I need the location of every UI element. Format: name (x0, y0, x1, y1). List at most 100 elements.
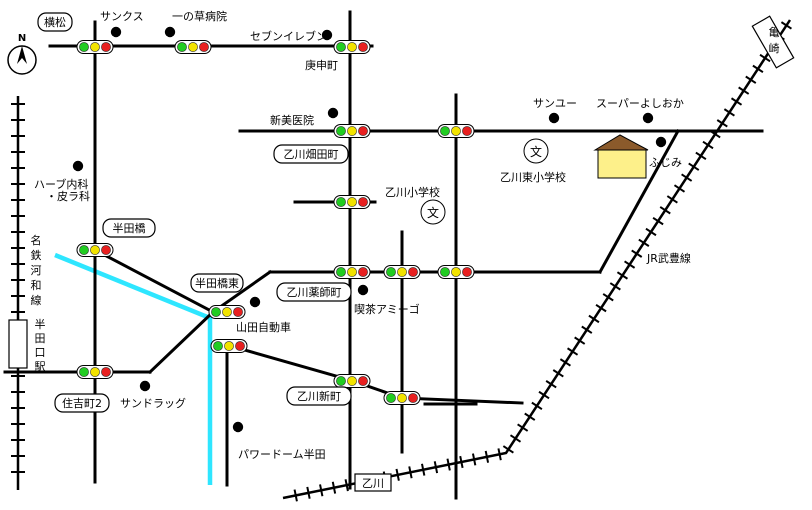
landmark-dot-icon (327, 107, 339, 119)
compass-north-label: N (18, 33, 26, 44)
place-labels: サンクス 一の草病院 セブンイレブン 庚申町 新美医院 サンユー スーパーよしお… (31, 9, 691, 461)
rail-tick (638, 238, 650, 247)
label-box-handabashi-higashi: 半田橋東 (190, 273, 244, 293)
label-ichinokusa: 一の草病院 (172, 9, 227, 23)
label-amigo: 喫茶アミーゴ (354, 302, 420, 316)
traffic-signal-icon (174, 40, 212, 54)
landmark-dot-icon (72, 160, 84, 172)
rail-tick (588, 314, 600, 324)
traffic-signal-icon (208, 305, 246, 319)
label-higashi-school: 乙川東小学校 (500, 170, 566, 184)
river (54, 252, 213, 485)
label-box-otsukawa-station: 乙川 (354, 473, 392, 492)
label-fujimi: ふじみ (649, 156, 682, 169)
landmark-dot-icon (321, 29, 333, 41)
school-symbol-east: 文 (523, 138, 549, 164)
jr-rail-line (282, 19, 793, 502)
label-yamada: 山田自動車 (236, 320, 291, 334)
school-symbol-otsukawa: 文 (420, 199, 446, 225)
rail-tick (319, 484, 324, 497)
traffic-signal-icon (333, 374, 371, 388)
rail-tick (293, 489, 298, 502)
rail-tick (552, 369, 564, 378)
traffic-signal-icon (437, 265, 475, 279)
traffic-signal-icon (383, 265, 421, 279)
rail-tick (395, 468, 400, 481)
rail-tick (681, 173, 693, 182)
meitetsu-label-char: 河 (31, 264, 42, 277)
rail-tick (666, 195, 678, 204)
rail-tick (331, 481, 337, 494)
svg-text:文: 文 (530, 144, 542, 159)
landmark-dot-icon (655, 136, 667, 148)
svg-text:文: 文 (427, 205, 439, 220)
rail-tick (497, 448, 502, 461)
landmark-dot-icon (232, 421, 244, 433)
svg-text:半田橋: 半田橋 (113, 221, 146, 235)
label-koshin: 庚申町 (305, 58, 338, 72)
traffic-signal-icon (76, 365, 114, 379)
rail-tick (659, 206, 671, 215)
rail-tick (559, 358, 571, 367)
rail-tick (716, 119, 728, 128)
label-yoshioka: スーパーよしおか (596, 97, 684, 110)
rail-tick (616, 271, 629, 280)
rail-tick (459, 455, 464, 469)
rail-tick (408, 466, 413, 479)
rail-tick (581, 325, 593, 334)
rail-tick (446, 458, 451, 471)
rail-tick (745, 75, 757, 84)
rail-tick (759, 53, 771, 63)
kamezaki-char-2: 崎 (769, 41, 780, 55)
landmark-dot-icon (249, 296, 261, 308)
rail-tick (524, 412, 536, 421)
north-compass: N (7, 33, 37, 75)
label-shinbi: 新美医院 (270, 113, 314, 127)
svg-text:乙川: 乙川 (362, 477, 384, 490)
rail-tick (574, 336, 586, 345)
meitetsu-label-char: 線 (31, 293, 42, 307)
label-seven: セブンイレブン (250, 29, 327, 43)
rail-tick (517, 423, 529, 432)
traffic-signal-icon (437, 124, 475, 138)
label-box-yokomatsu: 横松 (37, 12, 73, 32)
rail-tick (780, 21, 793, 30)
rail-tick (631, 249, 643, 258)
rail-tick (531, 401, 543, 411)
traffic-signal-icon (210, 339, 248, 353)
rail-tick (673, 184, 686, 193)
kamezaki-char-1: 亀 (769, 25, 780, 39)
rail-tick (484, 450, 490, 463)
rail-tick (538, 390, 550, 400)
traffic-signal-icon (333, 124, 371, 138)
traffic-signal-icon (76, 243, 114, 257)
rail-tick (595, 303, 607, 313)
rail-tick (306, 486, 311, 499)
label-sunyu: サンユー (533, 97, 577, 110)
rail-tick (421, 463, 426, 476)
landmark-dot-icon (139, 380, 151, 392)
meitetsu-label-char: 和 (31, 279, 42, 292)
label-jr: JR武豊線 (646, 251, 691, 265)
landmark-dot-icon (110, 26, 122, 38)
rail-tick (702, 140, 714, 150)
label-box-sumiyoshi2: 住吉町2 (54, 393, 110, 413)
label-box-otsukawa-hatada: 乙川畑田町 (273, 144, 349, 164)
label-sunkus: サンクス (100, 10, 144, 23)
rail-tick (695, 151, 707, 161)
rail-tick (723, 108, 735, 117)
traffic-signal-icon (333, 40, 371, 54)
svg-text:乙川畑田町: 乙川畑田町 (284, 148, 339, 161)
label-sundrug: サンドラッグ (120, 396, 186, 410)
rail-tick (752, 64, 764, 74)
svg-text:乙川新町: 乙川新町 (297, 389, 341, 403)
label-box-otsukawa-shin: 乙川新町 (286, 386, 352, 406)
svg-text:横松: 横松 (44, 15, 66, 29)
rail-tick (509, 434, 522, 443)
label-herb-1: ハーブ内科 (34, 177, 88, 191)
rail-tick (602, 293, 614, 302)
landmark-dot-icon (548, 112, 560, 124)
